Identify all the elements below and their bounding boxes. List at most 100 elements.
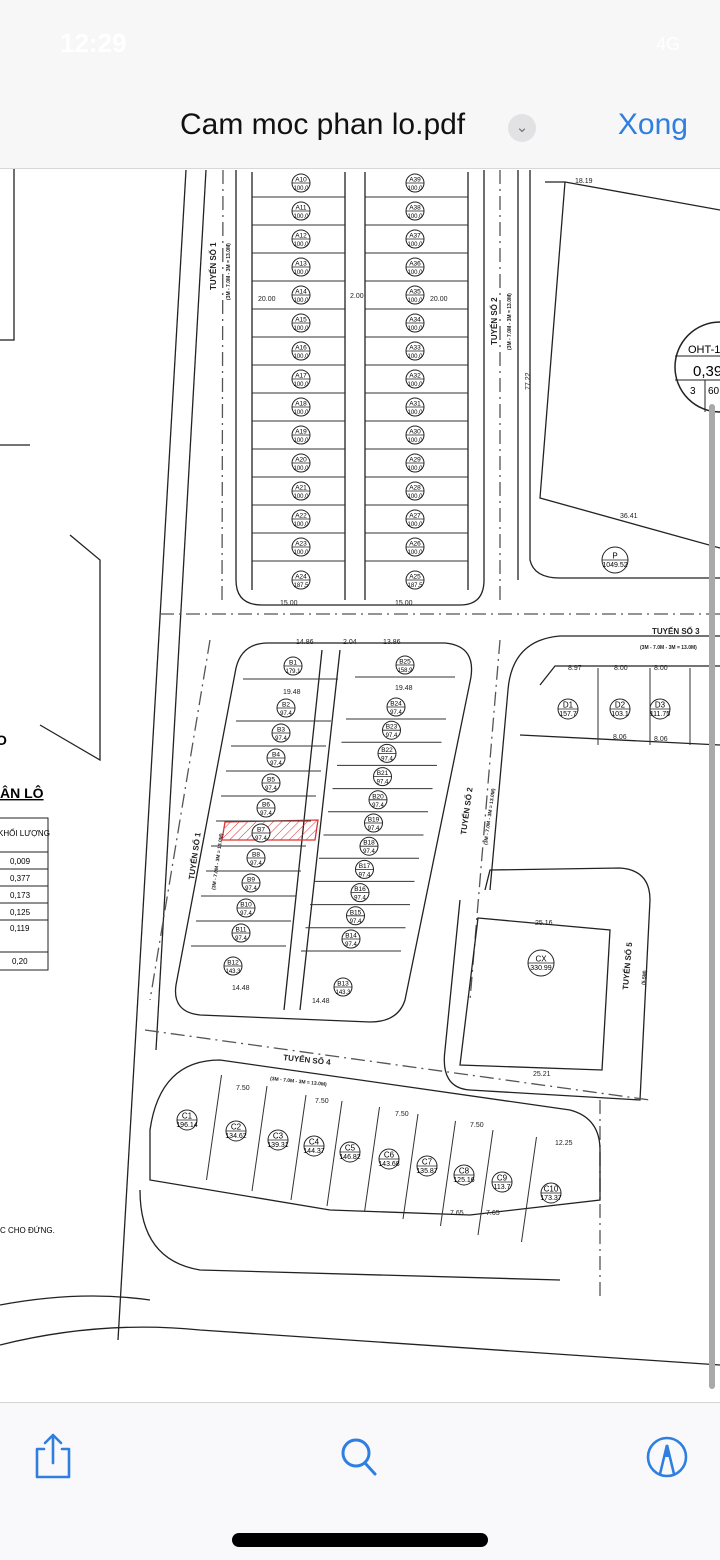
lot-area: 173.37 bbox=[540, 1195, 562, 1202]
lot-label: A39 bbox=[409, 177, 421, 184]
lot-label: C7 bbox=[422, 1158, 433, 1167]
search-button[interactable] bbox=[335, 1431, 385, 1481]
lot-label: B23 bbox=[386, 724, 398, 731]
lot-area: 97.4 bbox=[368, 826, 380, 832]
table-cell: 0,009 bbox=[10, 857, 31, 866]
lot-label: A35 bbox=[409, 289, 421, 296]
lot-area: 100.0 bbox=[407, 242, 423, 248]
lot-label: A37 bbox=[409, 233, 421, 240]
lot-area: 100.0 bbox=[293, 410, 309, 416]
lot-divider bbox=[364, 1106, 380, 1213]
lot-area: 97.4 bbox=[275, 736, 287, 742]
lot-area: 103.1 bbox=[611, 711, 629, 718]
road-label-5: TUYẾN SỐ 5 bbox=[620, 941, 634, 990]
lot-label: A17 bbox=[295, 373, 307, 380]
lot-area: 100.0 bbox=[293, 298, 309, 304]
dim-label: 19.48 bbox=[395, 685, 413, 692]
lot-area: 111.75 bbox=[650, 711, 670, 718]
document-title[interactable]: Cam moc phan lo.pdf bbox=[180, 108, 466, 141]
lot-area: 97.4 bbox=[377, 780, 389, 786]
lot-area: 97.4 bbox=[250, 861, 262, 867]
dim-label: 18.19 bbox=[575, 178, 593, 185]
lot-area: 1049.52 bbox=[602, 562, 627, 569]
vertical-scrollbar[interactable] bbox=[709, 404, 715, 1389]
road-section: (3M - 7.0M - 3M = 13.0M) bbox=[226, 243, 232, 300]
dim-label: 7.50 bbox=[470, 1122, 484, 1129]
lot-label: B20 bbox=[372, 793, 384, 800]
lot-area: 187.5 bbox=[407, 583, 423, 589]
lot-label: B5 bbox=[267, 777, 275, 784]
dim-label: 15.00 bbox=[395, 600, 413, 607]
lot-label: C2 bbox=[231, 1123, 242, 1132]
lot-label: C10 bbox=[544, 1185, 559, 1194]
lot-area: 100.0 bbox=[293, 382, 309, 388]
lot-label: A31 bbox=[409, 401, 421, 408]
lot-area: 157.7 bbox=[559, 711, 577, 718]
lot-area: 100.0 bbox=[407, 438, 423, 444]
dim-label: 77.22 bbox=[525, 372, 532, 390]
road-section: (3M - 7.0M - 3M = 13.0M) bbox=[270, 1076, 327, 1088]
road1-boundary bbox=[117, 169, 187, 1341]
lot-label: B8 bbox=[252, 852, 260, 859]
markup-button[interactable] bbox=[643, 1431, 693, 1481]
lot-area: 100.0 bbox=[407, 326, 423, 332]
dim-label: 15.00 bbox=[280, 600, 298, 607]
lot-label: A21 bbox=[295, 485, 307, 492]
lot-area: 100.0 bbox=[293, 522, 309, 528]
lot-divider bbox=[521, 1136, 537, 1243]
table-cell: 0,377 bbox=[10, 874, 31, 883]
lot-area: 100.0 bbox=[407, 494, 423, 500]
block-b-outline bbox=[174, 642, 473, 1023]
lot-area: 100.0 bbox=[407, 186, 423, 192]
lot-a39: A39 100.0 bbox=[405, 173, 425, 193]
lot-label: B19 bbox=[368, 817, 380, 824]
done-button[interactable]: Xong bbox=[617, 108, 688, 141]
network-indicator: 4G bbox=[655, 34, 680, 54]
lot-label: B1 bbox=[289, 660, 297, 667]
lot-area: 97.4 bbox=[255, 836, 267, 842]
lot-area: 100.0 bbox=[407, 550, 423, 556]
fragment-text: O bbox=[0, 732, 7, 748]
lot-a17: A17 100.0 bbox=[291, 369, 311, 389]
lot-area: 100.0 bbox=[407, 522, 423, 528]
lot-area: 196.14 bbox=[176, 1122, 198, 1129]
lot-area: 158.9 bbox=[397, 668, 413, 674]
dim-label: 7.65 bbox=[450, 1210, 464, 1217]
oht-value: 0,39 bbox=[693, 363, 720, 380]
lot-area: 97.4 bbox=[354, 896, 366, 902]
lot-label: A13 bbox=[295, 261, 307, 268]
share-button[interactable] bbox=[27, 1431, 77, 1481]
lot-label: B15 bbox=[350, 909, 362, 916]
lot-label: A29 bbox=[409, 457, 421, 464]
status-time: 12:29 bbox=[60, 28, 127, 58]
lot-label: B2 bbox=[282, 702, 290, 709]
lot-label: B4 bbox=[272, 752, 280, 759]
status-bar: 12:29 4G bbox=[0, 0, 720, 90]
lot-area: 135.87 bbox=[416, 1168, 438, 1175]
chevron-down-icon[interactable]: ⌄ bbox=[508, 114, 536, 142]
lot-area: 97.4 bbox=[270, 761, 282, 767]
lot-label: C9 bbox=[497, 1174, 508, 1183]
